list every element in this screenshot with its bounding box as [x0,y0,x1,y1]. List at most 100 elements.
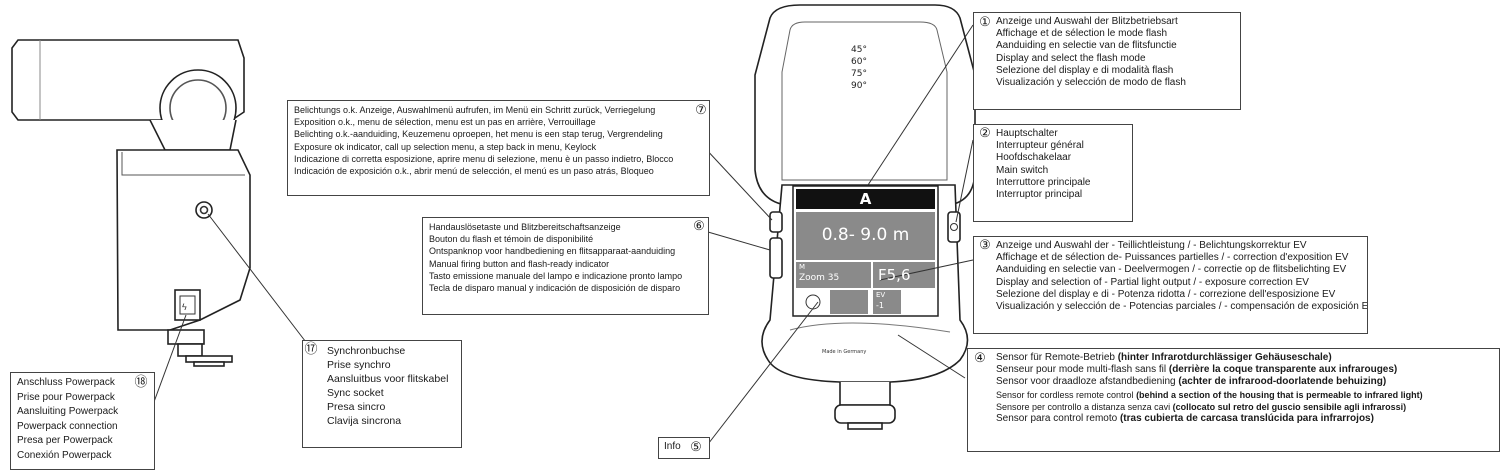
callout-line: Sensor für Remote-Betrieb (hinter Infrar… [996,352,1493,364]
callout-17-sync-socket: Synchronbuchse Prise synchro Aansluitbus… [302,340,462,448]
lcd-aperture: F5,6 [878,266,911,284]
side-view-flash: ϟ [11,39,251,367]
callout-line: Prise pour Powerpack [17,391,115,403]
lock-exposure-button [769,211,783,233]
angle-45: 45° [851,45,867,55]
callout-1-flash-mode: Anzeige und Auswahl der Blitzbetriebsart… [973,12,1241,110]
info-label: Info [664,441,681,452]
lcd-zoom-label: M [799,263,806,271]
callout-line: Affichage et de sélection de- Puissances… [996,252,1349,264]
line-bold: (derrière la coque transparente aux infr… [1168,364,1398,376]
callout-4-number: ④ [973,350,987,365]
callout-line: Anzeige und Auswahl der - Teillichtleist… [996,240,1307,251]
line-bold: (achter de infrarood-doorlatende behuizi… [1178,376,1387,388]
callout-line: Interruptor principal [996,189,1083,201]
callout-line: Sensore per controllo a distanza senza c… [996,401,1493,413]
line-text: Sensor para control remoto [996,413,1120,425]
main-switch-button [947,211,961,243]
front-flash-head [754,4,976,206]
callout-line: Presa sincro [327,401,386,413]
made-in-germany: Made in Germany [822,349,867,355]
callout-line: Synchronbuchse [327,345,406,357]
callout-3-partial-output: Anzeige und Auswahl der - Teillichtleist… [973,236,1368,334]
callout-line: Manual firing button and flash-ready ind… [429,258,610,269]
callout-line: Aansluiting Powerpack [17,406,119,417]
callout-line: Belichtungs o.k. Anzeige, Auswahlmenü au… [294,105,656,115]
line-bold: (hinter Infrarotdurchlässiger Gehäusesch… [1117,352,1332,363]
callout-line: Interruttore principale [996,176,1091,188]
callout-7-number: ⑦ [694,102,708,117]
callout-2-main-switch: Hauptschalter Interrupteur général Hoofd… [973,124,1133,222]
callout-line: Display and select the flash mode [996,52,1146,64]
angle-75: 75° [851,69,867,79]
line-text: Sensor voor draadloze afstandbediening [996,376,1179,388]
lcd-zoom: Zoom 35 [799,273,840,283]
callout-line: Powerpack connection [17,420,118,432]
callout-line: Sensor para control remoto (tras cubiert… [996,413,1493,425]
callout-3-number: ③ [978,237,992,252]
callout-6-number: ⑥ [692,218,706,233]
callout-line: Selezione del display e di modalità flas… [996,64,1174,76]
callout-line: Visualización y selección de modo de fla… [996,77,1186,89]
angle-60: 60° [851,57,867,67]
callout-line: Handauslösetaste und Blitzbereitschaftsa… [429,222,621,232]
callout-2-number: ② [978,125,992,140]
leader-lines [150,24,974,449]
line-text: Sensor für Remote-Betrieb [996,352,1118,363]
line-bold: (tras cubierta de carcasa translúcida pa… [1119,413,1374,425]
callout-line: Ontspanknop voor handbediening en flitsa… [429,246,676,257]
line-text: Sensore per controllo a distanza senza c… [996,401,1173,412]
callout-line: Tasto emissione manuale del lampo e indi… [429,270,683,281]
front-view-flash [754,4,976,430]
callout-line: Clavija sincrona [327,415,402,427]
callout-line: Belichting o.k.-aanduiding, Keuzemenu op… [294,129,663,140]
callout-line: Senseur pour mode multi-flash sans fil (… [996,364,1493,376]
svg-text:ϟ: ϟ [182,302,187,312]
lcd-angle-labels: 45° 60° 75° 90° [851,44,867,92]
callout-line: Bouton du flash et témoin de disponibili… [429,234,594,245]
lcd-ev-label: EV [876,291,886,299]
callout-line: Tecla de disparo manual y indicación de … [429,283,681,294]
callout-line: Interrupteur général [996,140,1084,152]
manual-fire-button [769,237,783,279]
callout-line: Sync socket [327,387,384,399]
callout-18-powerpack: Anschluss Powerpack Prise pour Powerpack… [10,372,155,470]
callout-line: Indicazione di corretta esposizione, apr… [294,153,674,164]
callout-line: Conexión Powerpack [17,449,112,461]
line-text: Sensor for cordless remote control [996,389,1137,400]
callout-4-remote-sensor: Sensor für Remote-Betrieb (hinter Infrar… [967,348,1500,452]
callout-line: Hoofdschakelaar [996,152,1072,164]
callout-line: Exposure ok indicator, call up selection… [294,141,597,152]
callout-line: Display and selection of - Partial light… [996,276,1309,288]
callout-line: Visualización y selección de - Potencias… [996,301,1368,313]
line-bold: (behind a section of the housing that is… [1136,389,1423,400]
callout-line: Prise synchro [327,359,391,371]
callout-line: Indicación de exposición o.k., abrir men… [294,166,654,177]
angle-90: 90° [851,81,867,91]
callout-line: Selezione del display e di - Potenza rid… [996,288,1336,300]
callout-line: Main switch [996,164,1049,176]
callout-5-number: ⑤ [689,439,703,454]
lcd-range: 0.8- 9.0 m [821,225,910,245]
callout-line: Sensor for cordless remote control (behi… [996,389,1493,401]
callout-line: Sensor voor draadloze afstandbediening (… [996,376,1493,388]
callout-line: Aansluitbus voor flitskabel [327,373,449,385]
callout-line: Anschluss Powerpack [17,377,115,388]
side-flash-body [116,149,251,331]
lcd-mode-bar [796,189,935,209]
callout-6-manual-fire: Handauslösetaste und Blitzbereitschaftsa… [422,217,709,315]
callout-line: Aanduiding en selectie van - Deelvermoge… [996,264,1347,276]
lcd-ev-value: -1 [876,301,884,310]
line-text: Senseur pour mode multi-flash sans fil [996,364,1169,376]
callout-line: Anzeige und Auswahl der Blitzbetriebsart [996,16,1178,27]
callout-17-number: ⑰ [304,341,318,356]
callout-1-number: ① [978,14,992,29]
callout-line: Aanduiding en selectie van de flitsfunct… [996,40,1177,52]
callout-line: Affichage et de sélection le mode flash [996,28,1168,40]
callout-7-exposure-ok: Belichtungs o.k. Anzeige, Auswahlmenü au… [287,100,710,196]
line-bold: (collocato sul retro del guscio sensibil… [1172,401,1407,412]
callout-line: Presa per Powerpack [17,435,113,446]
callout-line: Hauptschalter [996,128,1058,139]
lcd-mode: A [859,190,872,208]
